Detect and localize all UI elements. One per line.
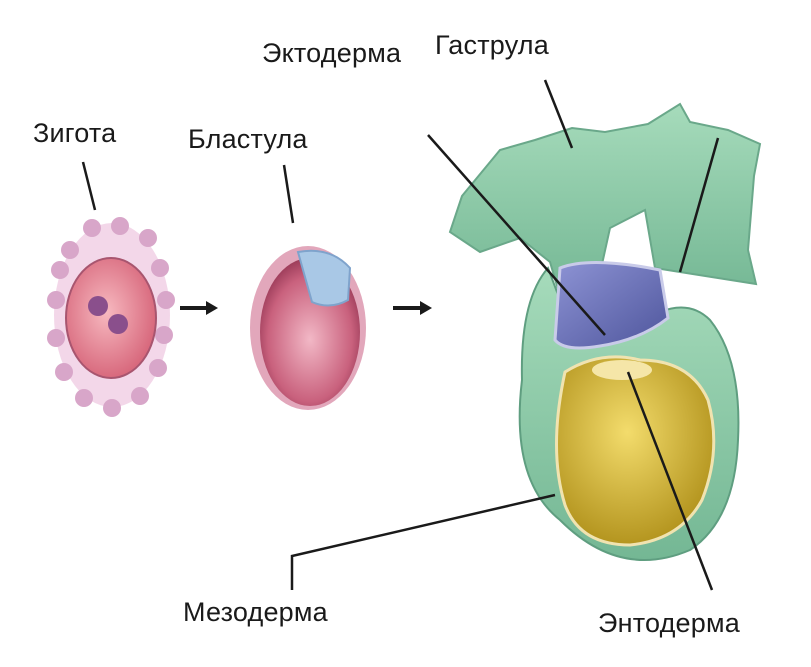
leader-line-mesoderm: [292, 495, 555, 590]
zygote-illustration: [47, 217, 175, 417]
yolk-mass: [557, 357, 714, 545]
zygote-pronucleus: [108, 314, 128, 334]
label-gastrula: Гаструла: [435, 30, 549, 61]
leader-line-blastula: [284, 165, 293, 223]
arrow-right-icon: [393, 301, 432, 315]
blastula-illustration: [250, 246, 366, 410]
zygote-pronucleus: [88, 296, 108, 316]
label-mesoderm: Мезодерма: [183, 597, 328, 628]
label-blastula: Бластула: [188, 124, 308, 155]
gastrula-illustration: [450, 104, 760, 560]
label-zygote: Зигота: [33, 118, 116, 149]
label-ectoderm: Эктодерма: [262, 38, 401, 69]
arrow-right-icon: [180, 301, 218, 315]
leader-line-zygote: [83, 162, 95, 210]
archenteron-gap: [592, 360, 652, 380]
label-endoderm: Энтодерма: [598, 608, 740, 639]
